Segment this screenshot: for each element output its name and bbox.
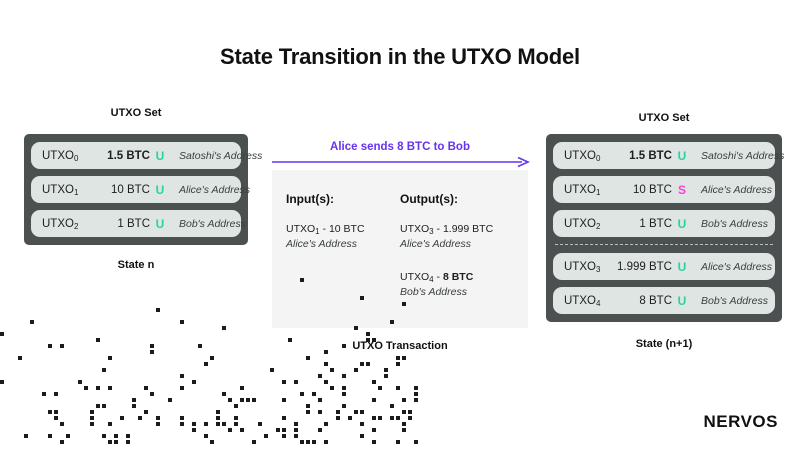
nervos-logo: NERVOS	[704, 412, 779, 432]
utxo-amount: 1.5 BTC	[107, 149, 150, 162]
utxo-status-unspent-icon: U	[677, 259, 687, 274]
transition-arrow-icon	[272, 154, 530, 168]
transaction-entry-address: Alice's Address	[286, 237, 358, 250]
utxo-amount: 10 BTC	[633, 183, 672, 196]
page-title: State Transition in the UTXO Model	[220, 44, 580, 69]
left-utxo-set-heading: UTXO Set	[110, 107, 162, 119]
utxo-row: UTXO0 1.5 BTC U Satoshi's Address	[553, 142, 784, 169]
utxo-row: UTXO1 10 BTC U Alice's Address	[31, 176, 250, 203]
utxo-amount: 1 BTC	[117, 217, 150, 230]
utxo-amount: 1.999 BTC	[617, 260, 672, 273]
utxo-status-unspent-icon: U	[677, 216, 687, 231]
utxo-id: UTXO4	[564, 294, 601, 308]
utxo-status-unspent-icon: U	[677, 148, 687, 163]
utxo-row: UTXO4 8 BTC U Bob's Address	[553, 287, 775, 314]
transaction-entry-amount: UTXO1 - 10 BTC	[286, 223, 365, 236]
utxo-address: Satoshi's Address	[179, 149, 263, 162]
utxo-id: UTXO1	[564, 183, 601, 197]
utxo-address: Bob's Address	[179, 217, 246, 230]
utxo-address: Bob's Address	[701, 294, 768, 307]
utxo-address: Satoshi's Address	[701, 149, 785, 162]
right-state-caption: State (n+1)	[635, 338, 693, 350]
utxo-status-spent-icon: S	[677, 182, 686, 197]
utxo-status-unspent-icon: U	[155, 216, 165, 231]
transaction-entry-address: Bob's Address	[400, 285, 467, 298]
outputs-heading: Output(s):	[400, 192, 458, 206]
state-divider	[555, 244, 773, 245]
utxo-amount: 10 BTC	[111, 183, 150, 196]
transaction-entry-address: Alice's Address	[400, 237, 472, 250]
utxo-id: UTXO1	[42, 183, 79, 197]
utxo-row: UTXO3 1.999 BTC U Alice's Address	[553, 253, 775, 280]
transaction-caption: UTXO Transaction	[352, 340, 448, 352]
utxo-row: UTXO2 1 BTC U Bob's Address	[553, 210, 775, 237]
utxo-address: Alice's Address	[701, 183, 773, 196]
utxo-status-unspent-icon: U	[677, 293, 687, 308]
inputs-heading: Input(s):	[286, 192, 334, 206]
utxo-address: Alice's Address	[179, 183, 251, 196]
utxo-address: Bob's Address	[701, 217, 768, 230]
utxo-id: UTXO0	[564, 149, 601, 163]
utxo-amount: 1 BTC	[639, 217, 672, 230]
utxo-amount: 1.5 BTC	[629, 149, 672, 162]
transaction-entry-amount: UTXO4 - 8 BTC	[400, 270, 474, 284]
utxo-status-unspent-icon: U	[155, 148, 165, 163]
utxo-id: UTXO2	[42, 217, 79, 231]
utxo-row: UTXO1 10 BTC S Alice's Address	[553, 176, 775, 203]
utxo-row: UTXO2 1 BTC U Bob's Address	[31, 210, 246, 237]
left-state-caption: State n	[117, 259, 155, 271]
right-utxo-set-heading: UTXO Set	[638, 112, 690, 124]
utxo-status-unspent-icon: U	[155, 182, 165, 197]
utxo-id: UTXO0	[42, 149, 79, 163]
utxo-row: UTXO0 1.5 BTC U Satoshi's Address	[31, 142, 262, 169]
utxo-id: UTXO3	[564, 260, 601, 274]
utxo-address: Alice's Address	[701, 260, 773, 273]
transaction-entry-amount: UTXO3 - 1.999 BTC	[400, 223, 494, 236]
transaction-arrow-label: Alice sends 8 BTC to Bob	[330, 141, 470, 153]
utxo-id: UTXO2	[564, 217, 601, 231]
nervos-logo-text: NERVOS	[703, 412, 778, 431]
utxo-amount: 8 BTC	[639, 294, 672, 307]
